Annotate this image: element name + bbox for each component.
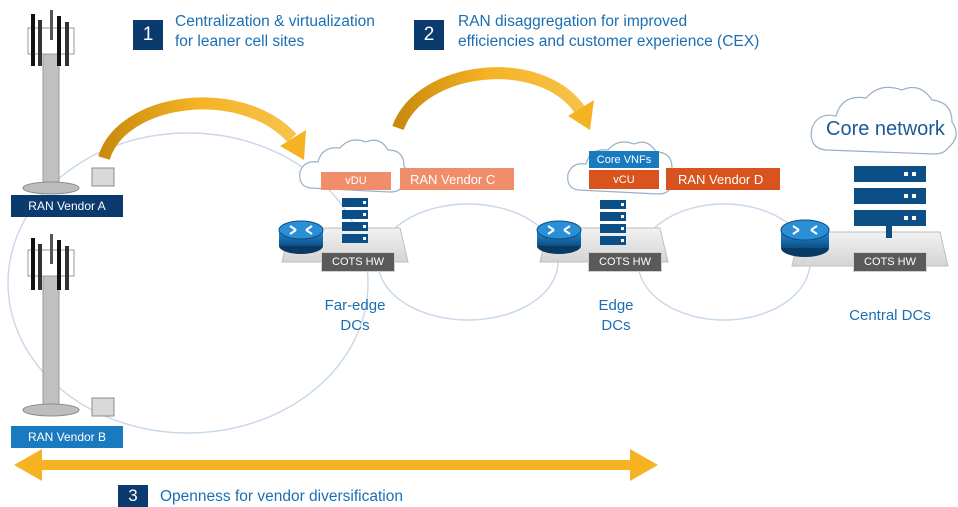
- edge-router-icon: [536, 220, 582, 254]
- core-vnfs-box: Core VNFs: [589, 151, 659, 168]
- vdu-box: vDU: [321, 172, 391, 190]
- step-2-line1: RAN disaggregation for improved: [458, 13, 688, 30]
- edge-dc-label: Edge DCs: [586, 296, 646, 336]
- edge-line1: Edge: [598, 297, 634, 314]
- vcu-box: vCU: [589, 170, 659, 189]
- antenna-a-icon: [22, 10, 115, 195]
- openness-double-arrow: [14, 449, 658, 481]
- step-2-caption: RAN disaggregation for improved efficien…: [458, 12, 759, 52]
- edge-server-icon: [600, 200, 626, 245]
- central-router-icon: [780, 219, 830, 257]
- step-1-caption: Centralization & virtualization for lean…: [175, 12, 375, 52]
- curved-arrow-2: [392, 67, 594, 131]
- vendor-d-label: RAN Vendor D: [666, 168, 780, 190]
- central-server-icon: [854, 166, 926, 238]
- far-edge-line2: DCs: [340, 317, 370, 334]
- step-3-badge: 3: [118, 485, 148, 507]
- far-edge-cots-hw: COTS HW: [321, 252, 395, 272]
- core-network-label: Core network: [826, 118, 945, 140]
- edge-line2: DCs: [601, 317, 631, 334]
- vendor-a-label: RAN Vendor A: [11, 195, 123, 217]
- antenna-b-icon: [22, 234, 115, 417]
- step-2-line2: efficiencies and customer experience (CE…: [458, 33, 760, 50]
- edge-cots-hw: COTS HW: [588, 252, 662, 272]
- ellipse-cell-to-far-edge: [7, 132, 369, 434]
- curved-arrow-1: [98, 97, 306, 161]
- central-cots-hw: COTS HW: [853, 252, 927, 272]
- vendor-b-label: RAN Vendor B: [11, 426, 123, 448]
- far-edge-server-icon: [342, 198, 368, 243]
- vendor-c-label: RAN Vendor C: [400, 168, 514, 190]
- far-edge-line1: Far-edge: [324, 297, 386, 314]
- step-1-badge: 1: [133, 20, 163, 50]
- far-edge-dc-label: Far-edge DCs: [315, 296, 395, 336]
- step-1-line2: for leaner cell sites: [175, 33, 305, 50]
- central-dc-label: Central DCs: [849, 307, 931, 324]
- far-edge-router-icon: [278, 220, 324, 254]
- step-2-badge: 2: [414, 20, 444, 50]
- step-1-line1: Centralization & virtualization: [175, 13, 375, 30]
- core-network-cloud: [810, 86, 957, 155]
- step-3-caption: Openness for vendor diversification: [160, 488, 403, 505]
